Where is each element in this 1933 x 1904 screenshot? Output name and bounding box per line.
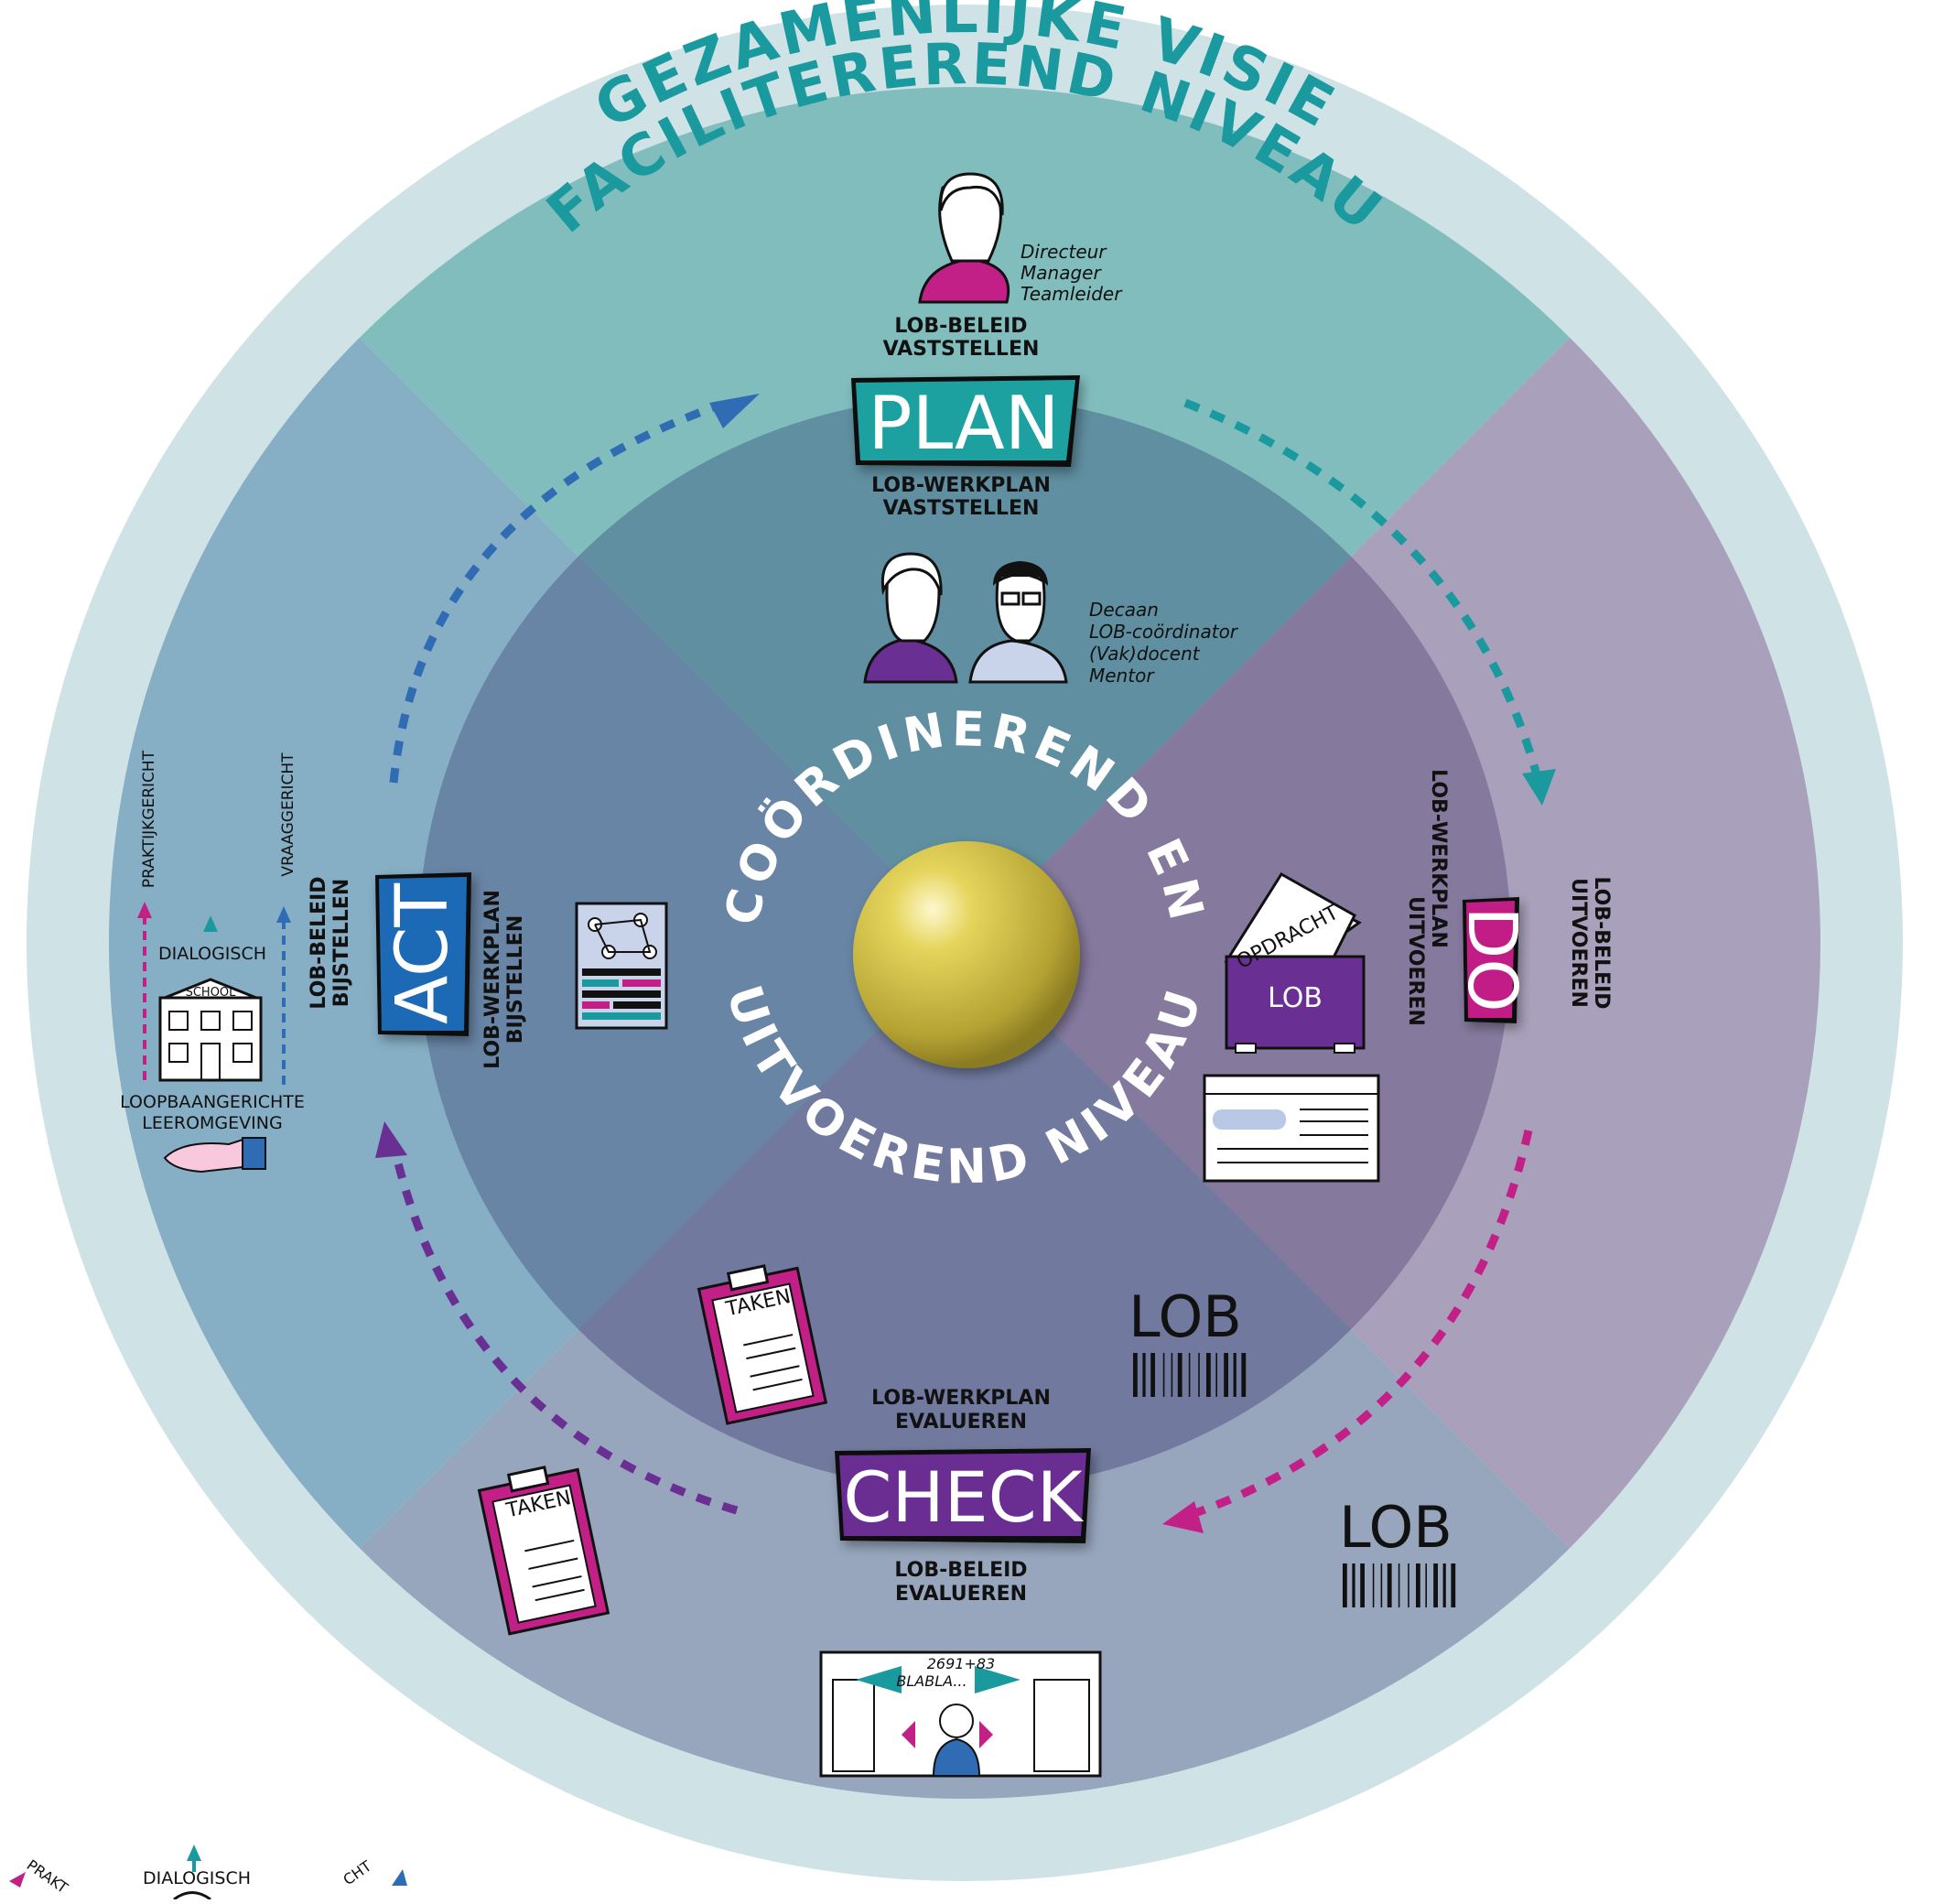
lob-barcode-label-inner: LOB	[1128, 1283, 1242, 1350]
arrow-head-check	[1162, 1501, 1204, 1533]
do-badge	[1463, 897, 1519, 1023]
check-policy-line2: EVALUEREN	[895, 1583, 1027, 1606]
role-manager: Manager	[1020, 262, 1102, 284]
coordinator-figures-icon	[863, 552, 1068, 684]
school-sign-label: SCHOOL	[186, 986, 237, 1000]
check-label: CHECK	[843, 1456, 1084, 1538]
dialogic-label: DIALOGISCH	[158, 944, 266, 964]
act-workplan-line2: BIJSTELLEN	[504, 915, 527, 1044]
city-scene-icon	[819, 1650, 1102, 1778]
environment-line2: LEEROMGEVING	[142, 1113, 282, 1133]
act-policy-line2: BIJSTELLEN	[330, 879, 353, 1008]
plan-policy-line1: LOB-BELEID	[894, 315, 1027, 338]
plan-workplan-line1: LOB-WERKPLAN	[871, 474, 1051, 497]
arrow-head-plan	[709, 394, 760, 428]
scene-sum-text: 2691+83	[927, 1655, 995, 1672]
plan-workplan-line2: VASTSTELLEN	[883, 497, 1040, 520]
act-workplan-line1: LOB-WERKPLAN	[481, 890, 504, 1069]
arrow-act-to-plan	[389, 403, 716, 784]
taken-clipboard-outer-icon	[477, 1466, 610, 1636]
center-sphere	[853, 841, 1080, 1068]
check-workplan-line2: EVALUEREN	[895, 1411, 1027, 1433]
arrow-check-to-act	[389, 1143, 739, 1515]
arrow-head-act	[375, 1121, 407, 1158]
check-workplan-line1: LOB-WERKPLAN	[871, 1387, 1051, 1410]
act-policy-line1: LOB-BELEID	[308, 876, 330, 1009]
question-label: VRAAGGERICHT	[279, 752, 297, 877]
do-policy-line1: LOB-BELEID	[1590, 876, 1613, 1009]
browser-window-icon	[1203, 1074, 1380, 1183]
act-badge	[375, 872, 471, 1036]
taken-clipboard-inner-icon	[697, 1264, 828, 1425]
do-workplan-line1: LOB-WERKPLAN	[1427, 769, 1450, 948]
plan-badge	[851, 375, 1080, 467]
role-lob-coordinator: LOB-coördinator	[1089, 621, 1239, 643]
network-schedule-icon	[575, 902, 668, 1030]
role-teacher: (Vak)docent	[1089, 643, 1201, 665]
role-teamleader: Teamleider	[1020, 283, 1123, 305]
role-mentor: Mentor	[1089, 665, 1155, 687]
fragment-dialogic: DIALOGISCH	[143, 1868, 251, 1888]
plan-policy-line2: VASTSTELLEN	[883, 338, 1040, 361]
role-director: Directeur	[1020, 241, 1107, 263]
check-badge	[835, 1448, 1091, 1543]
do-workplan-line2: UITVOEREN	[1404, 896, 1427, 1026]
manager-figure-icon	[918, 172, 1010, 304]
act-label: ACT	[382, 883, 464, 1024]
practical-label: PRAKTIJKGERICHT	[140, 750, 158, 888]
fragment-cht: CHT	[340, 1857, 374, 1889]
scene-blabla-text: BLABLA...	[896, 1672, 966, 1690]
arrow-head-do	[1522, 769, 1556, 806]
plan-label: PLAN	[868, 381, 1059, 466]
role-dean: Decaan	[1089, 599, 1159, 621]
environment-line1: LOOPBAANGERICHTE	[120, 1092, 305, 1112]
school-environment-icon	[137, 902, 291, 1174]
lob-barcode-label-outer: LOB	[1339, 1494, 1452, 1561]
opdracht-folder-icon	[1224, 871, 1366, 1054]
barcode-outer-icon	[1343, 1563, 1456, 1607]
check-policy-line1: LOB-BELEID	[894, 1559, 1027, 1582]
fragment-prakt: PRAKT	[24, 1856, 71, 1897]
do-policy-line2: UITVOEREN	[1567, 878, 1590, 1008]
do-label: DO	[1452, 906, 1531, 1012]
bottom-fragment-icon	[9, 1844, 407, 1901]
cycle-arrows	[389, 398, 1542, 1520]
lob-folder-text: LOB	[1268, 982, 1323, 1014]
barcode-inner-icon	[1133, 1353, 1247, 1397]
